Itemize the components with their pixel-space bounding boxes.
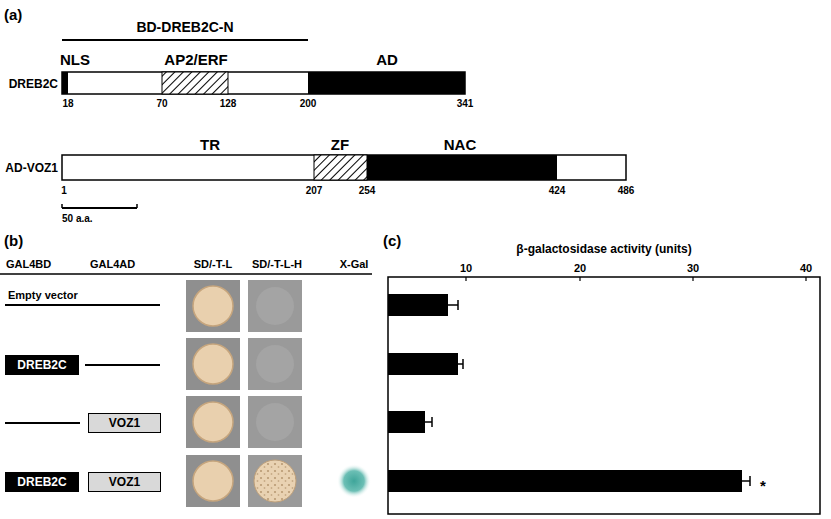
protein-name: AD-VOZ1 [5, 162, 58, 174]
region-label: BD-DREB2C-N [136, 20, 233, 34]
error-bar [462, 359, 464, 369]
ad-domain [308, 72, 465, 94]
scale-label: 50 a.a. [62, 214, 93, 224]
empty-vector-line [5, 422, 80, 424]
construct-name: VOZ1 [109, 476, 140, 488]
column-header: GAL4BD [6, 259, 51, 270]
residue-number: 200 [300, 99, 317, 109]
nac-domain [367, 155, 557, 180]
prey-construct-box: VOZ1 [88, 413, 161, 433]
residue-number: 1 [61, 186, 67, 196]
bait-construct-box: DREB2C [5, 472, 79, 492]
empty-vector-line [5, 304, 160, 306]
error-bar [425, 421, 432, 423]
error-bar [448, 304, 458, 306]
bait-region-line [62, 39, 308, 41]
ap2-domain [162, 72, 228, 94]
activity-bar [388, 294, 448, 316]
construct-name: DREB2C [17, 476, 66, 488]
column-header: GAL4AD [90, 259, 135, 270]
axis-title: β-galactosidase activity (units) [516, 243, 691, 255]
error-bar [431, 417, 433, 427]
plate-patch [248, 280, 302, 332]
panel-letter: (a) [4, 7, 22, 22]
yeast-colony [193, 402, 233, 442]
empty-vector-line [85, 364, 160, 366]
panel-letter: (b) [4, 233, 23, 248]
domain-label: TR [200, 137, 220, 152]
faint-colony [256, 345, 294, 383]
row-label: Empty vector [8, 290, 78, 301]
activity-bar [388, 470, 742, 492]
construct-name: DREB2C [17, 359, 66, 371]
yeast-colony [254, 460, 296, 502]
plate-patch [248, 455, 302, 507]
error-bar [457, 300, 459, 310]
domain-label: AP2/ERF [164, 52, 227, 67]
tick-label: 30 [687, 263, 699, 274]
domain-label: ZF [331, 137, 349, 152]
error-bar [742, 480, 750, 482]
error-bar [749, 476, 751, 486]
column-header: SD/-T-L-H [252, 259, 302, 270]
domain-label: AD [376, 52, 398, 67]
axis-tick [805, 277, 806, 281]
axis-tick [692, 277, 693, 281]
prey-construct-box: VOZ1 [88, 472, 161, 492]
plate-patch [248, 396, 302, 448]
xgal-blue-colony [337, 464, 371, 498]
plate-patch [186, 455, 240, 507]
tick-label: 10 [460, 263, 472, 274]
axis-tick [465, 277, 466, 281]
residue-number: 207 [306, 186, 323, 196]
panel-letter: (c) [383, 233, 401, 248]
residue-number: 254 [359, 186, 376, 196]
plate-patch [186, 280, 240, 332]
zf-domain [314, 155, 367, 180]
yeast-colony [193, 286, 233, 326]
chart-frame [388, 277, 820, 514]
scale-bar-tick [136, 204, 138, 208]
axis-tick [579, 277, 580, 281]
significance-mark: * [760, 478, 766, 493]
plate-patch [186, 396, 240, 448]
residue-number: 486 [618, 186, 635, 196]
scale-bar-tick [61, 204, 63, 208]
faint-colony [256, 287, 294, 325]
activity-bar [388, 411, 425, 433]
residue-number: 70 [156, 99, 167, 109]
tick-label: 40 [800, 263, 812, 274]
residue-number: 128 [220, 99, 237, 109]
residue-number: 18 [62, 99, 73, 109]
column-header: X-Gal [340, 259, 369, 270]
faint-colony [256, 403, 294, 441]
plate-patch [186, 338, 240, 390]
activity-bar [388, 353, 458, 375]
scale-bar [62, 207, 137, 209]
header-rule [0, 273, 372, 275]
domain-label: NLS [60, 52, 90, 67]
residue-number: 424 [549, 186, 566, 196]
column-header: SD/-T-L [194, 259, 233, 270]
bait-construct-box: DREB2C [5, 355, 79, 375]
domain-label: NAC [444, 137, 477, 152]
construct-name: VOZ1 [109, 417, 140, 429]
yeast-colony [193, 344, 233, 384]
plate-patch [248, 338, 302, 390]
tick-label: 20 [574, 263, 586, 274]
protein-bar [62, 155, 626, 180]
protein-bar [62, 72, 465, 94]
residue-number: 341 [457, 99, 474, 109]
yeast-colony [193, 461, 233, 501]
nls-domain [62, 72, 68, 94]
protein-name: DREB2C [9, 78, 58, 90]
